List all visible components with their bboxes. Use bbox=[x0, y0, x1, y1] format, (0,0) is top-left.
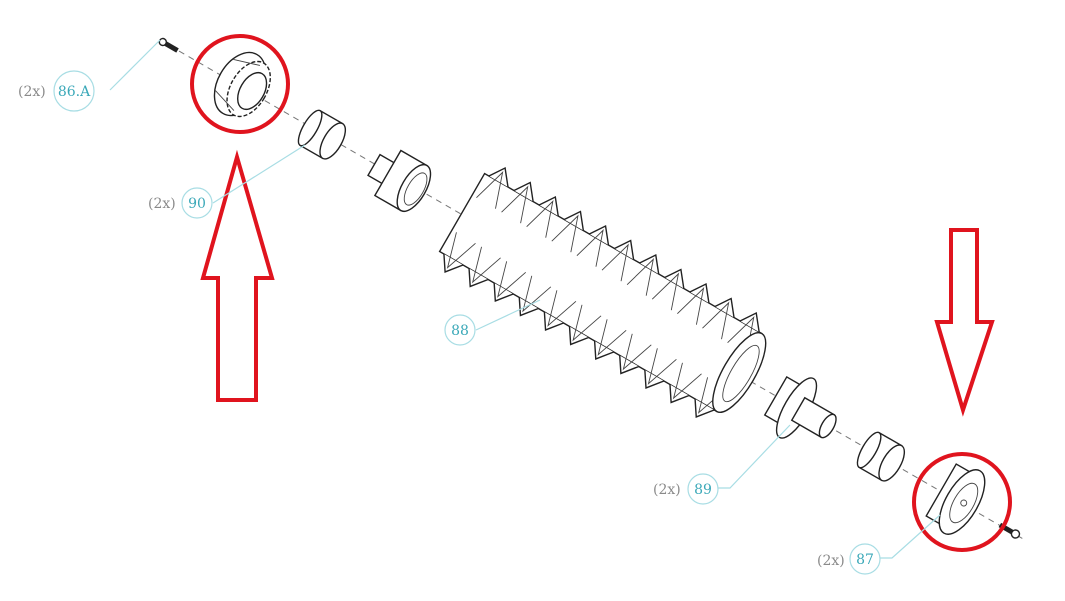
brush-fin bbox=[501, 185, 529, 224]
brush-fin bbox=[589, 224, 610, 246]
brush-fin bbox=[538, 195, 559, 217]
brush-fin bbox=[446, 232, 476, 269]
brush-fin bbox=[522, 275, 552, 313]
callout-86a[interactable]: (2x) 86.A bbox=[18, 70, 95, 112]
bushing-part bbox=[297, 109, 347, 160]
up-arrow bbox=[200, 149, 275, 402]
brush-fin bbox=[513, 181, 534, 202]
callout-qty: (2x) bbox=[18, 84, 46, 100]
brush-fin bbox=[497, 261, 527, 298]
brush-fin bbox=[476, 171, 504, 209]
brush-fin bbox=[672, 362, 702, 400]
brush-fin bbox=[597, 319, 627, 356]
brush-fin bbox=[622, 333, 652, 371]
callout-qty: (2x) bbox=[817, 553, 845, 569]
brush-fin bbox=[547, 290, 577, 327]
brush-fin bbox=[714, 297, 735, 318]
brush-fin bbox=[651, 272, 680, 311]
bushing-part-right bbox=[856, 431, 906, 482]
leader-87 bbox=[880, 514, 941, 559]
callout-90[interactable]: (2x) 90 bbox=[148, 187, 213, 219]
brush-fin bbox=[626, 258, 655, 296]
brush-fin bbox=[689, 282, 710, 304]
down-arrow bbox=[934, 228, 995, 417]
brush-roller-part bbox=[438, 166, 767, 418]
brush-fin bbox=[601, 243, 629, 282]
brush-fin bbox=[614, 239, 635, 260]
leader-89 bbox=[718, 424, 791, 489]
screw-part bbox=[158, 37, 179, 53]
brush-fin bbox=[664, 268, 685, 289]
callout-qty: (2x) bbox=[148, 196, 176, 212]
callout-number: 89 bbox=[694, 482, 712, 498]
brush-fin bbox=[526, 200, 554, 238]
brush-fin bbox=[471, 246, 501, 284]
callout-87[interactable]: (2x) 87 bbox=[817, 543, 881, 575]
callout-88[interactable]: 88 bbox=[444, 314, 476, 346]
hub-part bbox=[763, 375, 837, 439]
brush-fin bbox=[739, 311, 760, 333]
brush-fin bbox=[563, 210, 585, 231]
callout-number: 90 bbox=[188, 196, 206, 212]
callout-number: 87 bbox=[856, 552, 874, 568]
gear-part-bottom bbox=[925, 463, 986, 535]
leader-90 bbox=[212, 144, 306, 204]
highlight-circle-top bbox=[190, 34, 290, 134]
brush-fin bbox=[576, 229, 604, 267]
brush-fin bbox=[647, 348, 677, 385]
callout-number: 86.A bbox=[58, 84, 91, 100]
brush-fin bbox=[677, 287, 705, 325]
brush-fin bbox=[702, 301, 730, 340]
gear-part-top bbox=[213, 51, 271, 118]
brush-fin bbox=[488, 166, 509, 188]
callout-qty: (2x) bbox=[653, 482, 681, 498]
brush-fin bbox=[551, 214, 579, 253]
leader-86a bbox=[109, 39, 161, 91]
highlight-circle-bottom bbox=[912, 452, 1012, 552]
callout-number: 88 bbox=[451, 323, 469, 339]
brush-fin bbox=[572, 304, 602, 342]
leader-88 bbox=[475, 299, 541, 331]
end-cap-part bbox=[367, 149, 432, 213]
callout-89[interactable]: (2x) 89 bbox=[653, 473, 719, 505]
brush-fin bbox=[639, 253, 660, 275]
